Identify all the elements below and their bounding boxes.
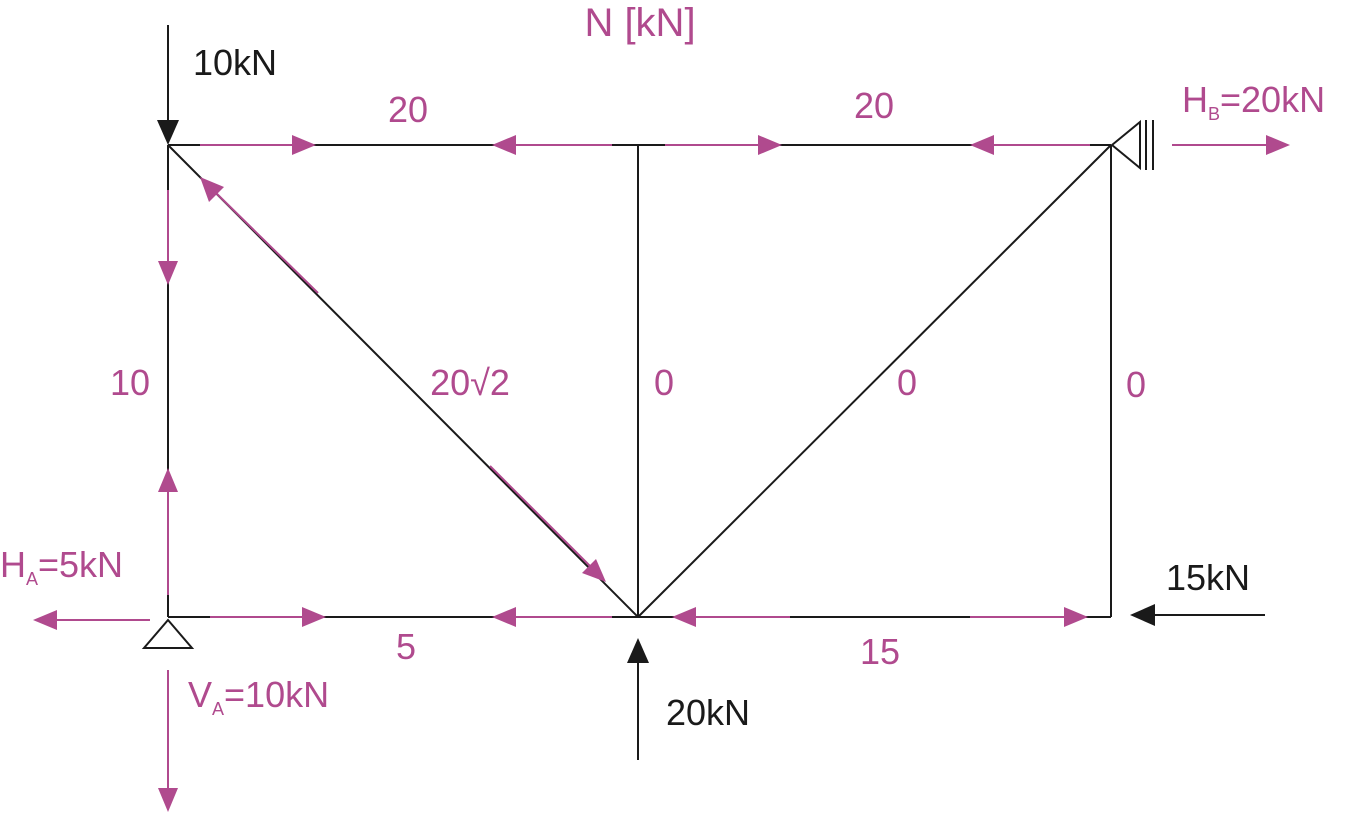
support-a-pin bbox=[141, 618, 195, 649]
label-diagonal-left: 20√2 bbox=[430, 362, 510, 403]
arrow-load-20kn bbox=[627, 638, 649, 760]
label-load-top-left: 10kN bbox=[193, 42, 277, 83]
arrow-top-right-1 bbox=[665, 135, 782, 155]
ha-subscript: A bbox=[26, 569, 38, 589]
label-middle-vertical: 0 bbox=[654, 362, 674, 403]
hb-value: =20kN bbox=[1220, 79, 1325, 120]
label-top-right: 20 bbox=[854, 85, 894, 126]
va-subscript: A bbox=[212, 699, 224, 719]
label-reaction-va: VA=10kN bbox=[188, 674, 329, 719]
arrow-diagonal-2 bbox=[489, 465, 606, 582]
ha-value: =5kN bbox=[38, 544, 123, 585]
load-labels: 10kN 20kN 15kN bbox=[193, 42, 1250, 733]
arrow-bottom-right-2 bbox=[970, 607, 1088, 627]
arrow-left-vertical-2 bbox=[158, 468, 178, 595]
hb-base: H bbox=[1182, 79, 1208, 120]
arrow-bottom-right-1 bbox=[672, 607, 790, 627]
label-bottom-left: 5 bbox=[396, 626, 416, 667]
va-base: V bbox=[188, 674, 212, 715]
label-diagonal-right: 0 bbox=[897, 362, 917, 403]
diagram-title: N [kN] bbox=[584, 1, 695, 45]
truss-members bbox=[167, 144, 1112, 618]
va-value: =10kN bbox=[224, 674, 329, 715]
roller-support-triangle bbox=[1110, 119, 1141, 171]
label-load-right: 15kN bbox=[1166, 557, 1250, 598]
arrow-bottom-left-1 bbox=[210, 607, 326, 627]
label-left-vertical: 10 bbox=[110, 362, 150, 403]
label-reaction-ha: HA=5kN bbox=[0, 544, 123, 589]
member-right-diagonal bbox=[637, 144, 1112, 618]
support-b-roller bbox=[1110, 119, 1154, 171]
arrow-load-10kn bbox=[157, 25, 179, 145]
arrow-reaction-va bbox=[158, 670, 178, 812]
internal-force-arrows bbox=[158, 135, 1090, 627]
arrow-load-15kn bbox=[1130, 604, 1265, 626]
label-bottom-right: 15 bbox=[860, 631, 900, 672]
label-right-vertical: 0 bbox=[1126, 364, 1146, 405]
label-load-bottom-middle: 20kN bbox=[666, 692, 750, 733]
pin-support-triangle bbox=[141, 618, 195, 649]
reaction-labels: HA=5kN VA=10kN HB=20kN bbox=[0, 79, 1325, 719]
arrow-left-vertical-1 bbox=[158, 190, 178, 285]
external-loads bbox=[157, 25, 1265, 760]
label-top-left: 20 bbox=[388, 89, 428, 130]
member-force-labels: 20 20 10 20√2 0 0 0 5 15 bbox=[110, 85, 1146, 672]
ha-base: H bbox=[0, 544, 26, 585]
hb-subscript: B bbox=[1208, 104, 1220, 124]
arrow-reaction-hb bbox=[1172, 135, 1290, 155]
arrow-top-right-2 bbox=[970, 135, 1090, 155]
arrow-bottom-left-2 bbox=[492, 607, 612, 627]
label-reaction-hb: HB=20kN bbox=[1182, 79, 1325, 124]
arrow-diagonal-1 bbox=[200, 177, 319, 294]
arrow-top-left-1 bbox=[200, 135, 316, 155]
arrow-top-left-2 bbox=[492, 135, 612, 155]
reaction-arrows bbox=[33, 135, 1290, 812]
arrow-reaction-ha bbox=[33, 610, 150, 630]
